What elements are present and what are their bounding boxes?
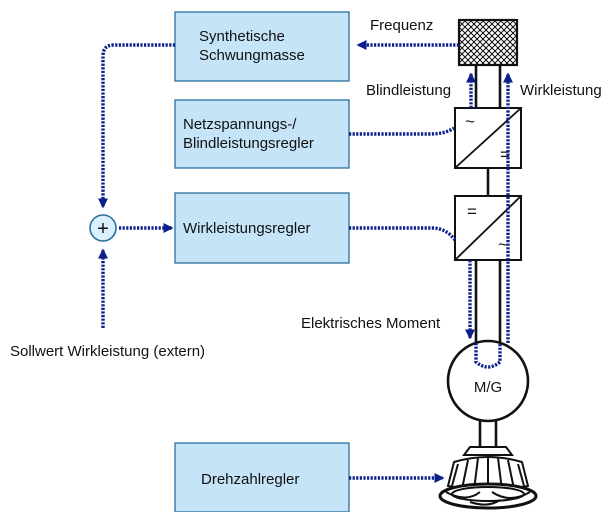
active-power-block-label: Wirkleistungsregler <box>183 220 311 237</box>
summing-symbol: + <box>97 218 109 240</box>
converter-icon: = ~ <box>454 195 522 261</box>
inertia-block: Synthetische Schwungmasse <box>174 11 350 82</box>
speed-block-label: Drehzahlregler <box>201 471 299 488</box>
converter-machine-bottom-symbol: ~ <box>498 235 508 254</box>
converter-icon: ~ = <box>454 107 522 169</box>
speed-block: Drehzahlregler <box>174 442 350 512</box>
grid-hatch-icon <box>457 18 519 67</box>
grid-voltage-block: Netzspannungs-/ Blindleistungsregler <box>174 99 350 169</box>
inertia-block-line1: Synthetische <box>199 28 285 45</box>
converter-grid-top-symbol: ~ <box>465 112 475 131</box>
frequency-label: Frequenz <box>370 17 433 34</box>
signal-paths <box>98 40 513 483</box>
electric-torque-label: Elektrisches Moment <box>301 315 441 332</box>
active-power-signal <box>349 226 457 242</box>
grid-voltage-signal <box>349 126 455 136</box>
grid-voltage-block-line1: Netzspannungs-/ <box>183 116 297 133</box>
inertia-block-line2: Schwungmasse <box>199 47 305 64</box>
machine-label: M/G <box>474 379 502 396</box>
power-path <box>474 64 502 447</box>
active-power-label: Wirkleistung <box>520 82 602 99</box>
converter-grid-bottom-symbol: = <box>500 145 510 164</box>
pump-turbine-icon <box>438 446 538 510</box>
summing-junction: + <box>89 214 117 242</box>
converter-machine-top-symbol: = <box>467 202 477 221</box>
grid-voltage-block-line2: Blindleistungsregler <box>183 135 314 152</box>
reactive-power-label: Blindleistung <box>366 82 451 99</box>
setpoint-label: Sollwert Wirkleistung (extern) <box>10 343 205 360</box>
active-power-block: Wirkleistungsregler <box>174 192 350 264</box>
inertia-output-arrow <box>98 43 175 209</box>
motor-generator-icon: M/G <box>446 339 530 423</box>
